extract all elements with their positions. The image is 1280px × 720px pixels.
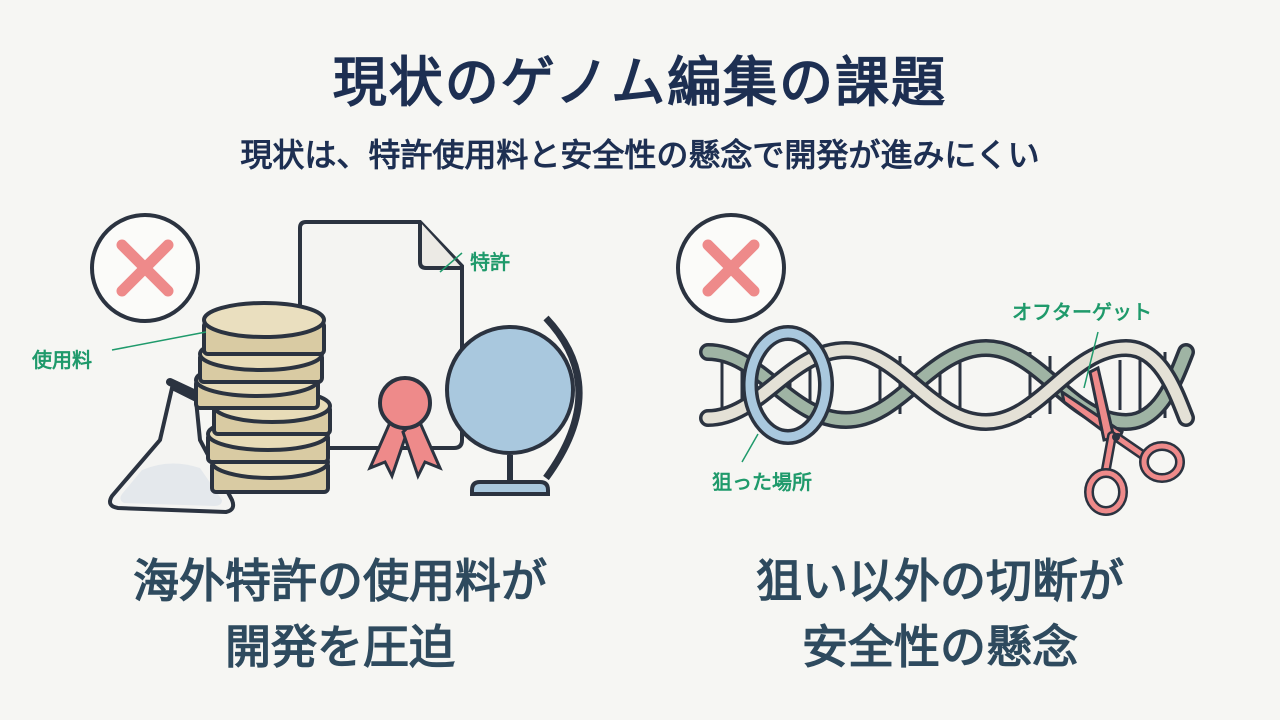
- flask-icon: [108, 378, 236, 515]
- target-site-label: 狙った場所: [712, 470, 812, 494]
- patent-label: 特許: [470, 250, 510, 274]
- coin-stack-icon: [194, 301, 332, 494]
- left-caption-line-2: 開発を圧迫: [225, 620, 455, 674]
- page-title: 現状のゲノム編集の課題: [332, 51, 948, 114]
- dna-helix-icon: [699, 338, 1195, 432]
- globe-icon: [445, 315, 583, 496]
- target-ring-icon: [742, 325, 834, 445]
- scissors-icon: [1059, 365, 1185, 516]
- left-caption: 海外特許の使用料が 開発を圧迫: [60, 548, 620, 680]
- off-target-leader-line: [1083, 331, 1099, 389]
- right-caption-line-1: 狙い以外の切断が: [756, 554, 1124, 608]
- royalty-leader-line: [111, 331, 207, 351]
- x-mark-icon-left: [90, 213, 200, 323]
- off-target-label: オフターゲット: [1012, 300, 1152, 324]
- x-mark-icon-right: [676, 213, 786, 323]
- patent-leader-line: [439, 252, 463, 273]
- left-caption-line-1: 海外特許の使用料が: [133, 554, 547, 608]
- ribbon-icon: [367, 376, 443, 480]
- right-caption-line-2: 安全性の懸念: [802, 620, 1078, 674]
- page-subtitle: 現状は、特許使用料と安全性の懸念で開発が進みにくい: [240, 136, 1040, 174]
- right-caption: 狙い以外の切断が 安全性の懸念: [660, 548, 1220, 680]
- royalty-label: 使用料: [32, 348, 92, 372]
- target-leader-line: [741, 433, 759, 463]
